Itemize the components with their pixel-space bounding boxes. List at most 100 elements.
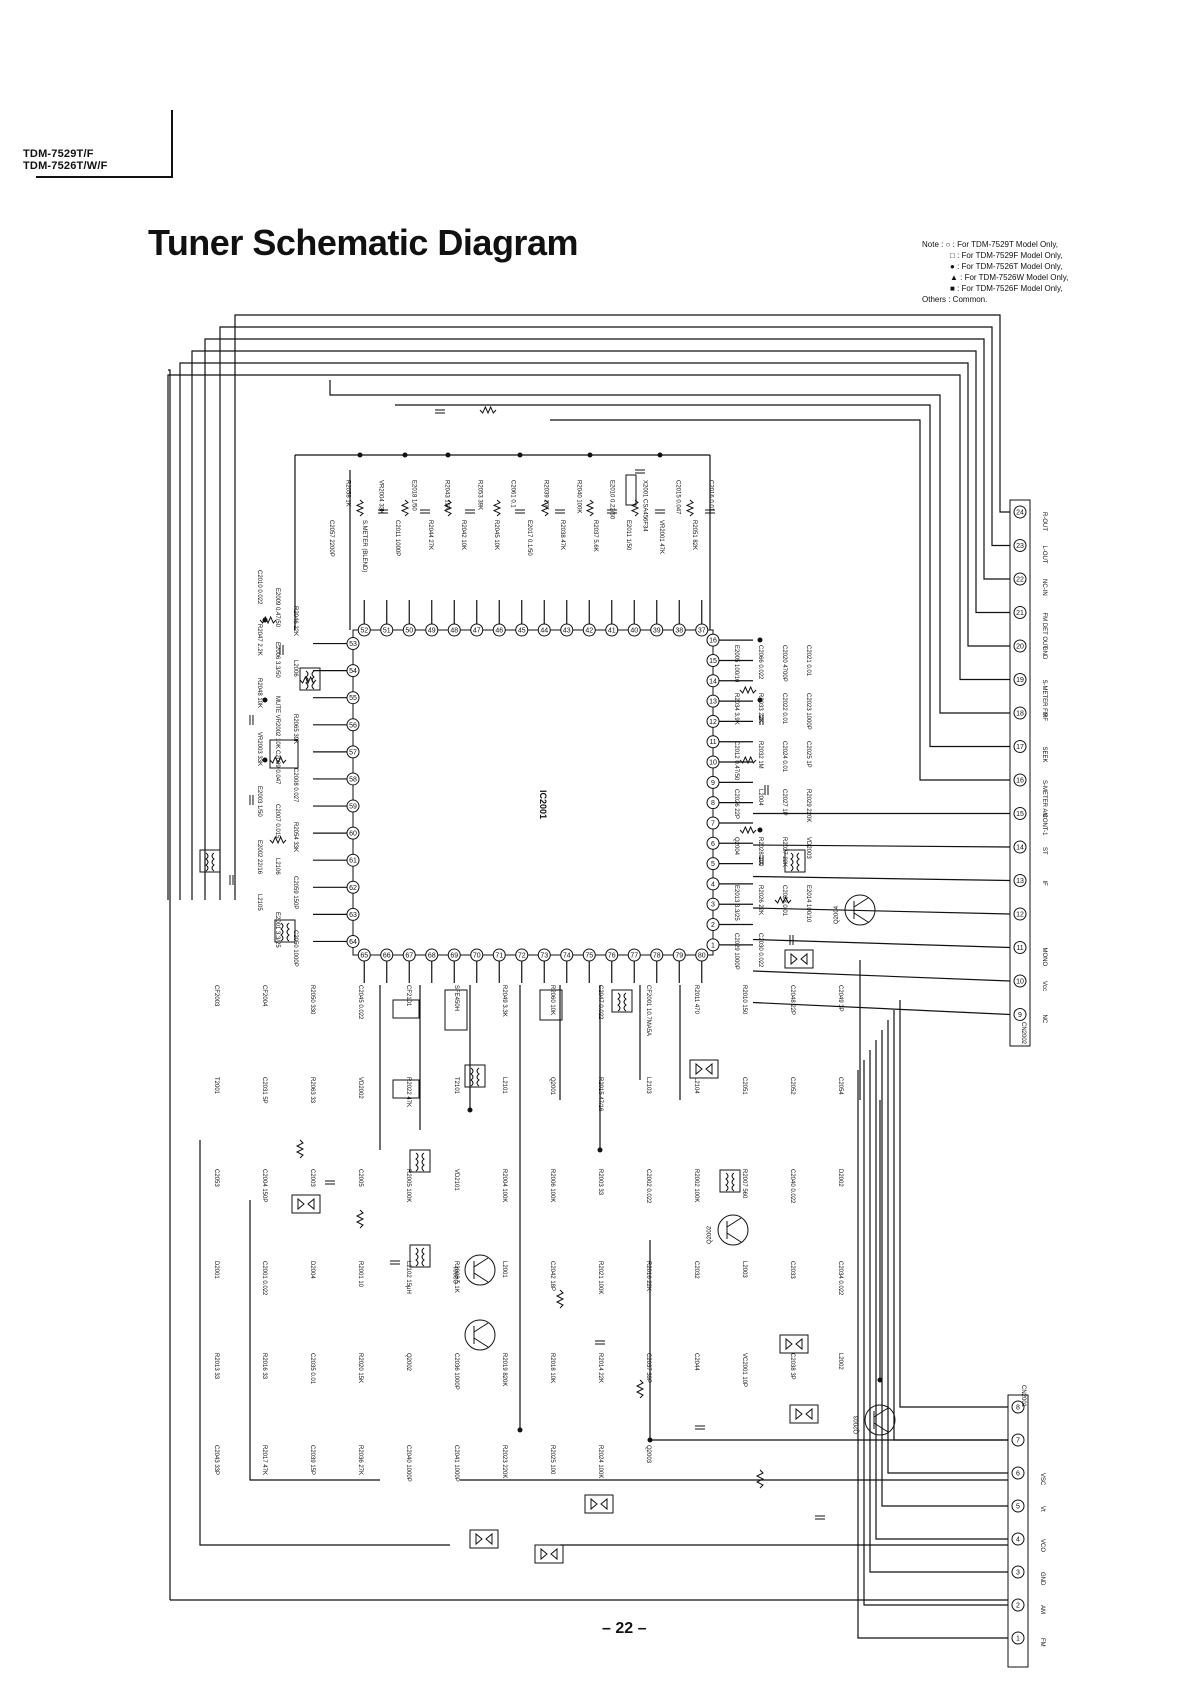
ic-pin-number: 39 [653,628,661,635]
connector-pin-label: FM DET OUT [1041,613,1047,650]
bottom-component-label: R2049 3.3K [501,985,507,1017]
ic-pin [1013,572,1027,586]
ic-pin [1013,706,1027,720]
ic-pin-number: 69 [450,953,458,960]
ic-pin [425,623,439,637]
ic-pin-number: 15 [709,658,717,665]
wire [857,1070,1008,1639]
diode-symbol [590,1497,608,1511]
ic-pin-number: 4 [711,881,715,888]
bottom-component-label: C2049 3P [837,985,843,1012]
resistor-symbol [755,1469,765,1489]
ic-pin-number: 49 [428,628,436,635]
right-component-label: E2013 3.3/25 [733,885,739,921]
ic-pin [346,745,360,759]
ic-pin [605,623,619,637]
bottom-component-label: C2042 18P [549,1261,555,1291]
ic-pin-number: 68 [428,953,436,960]
top-component-label: E2017 0.1/50 [526,520,532,556]
ic-pin-number: 61 [349,858,357,865]
wire [752,938,1011,949]
ic-pin-number: 71 [495,953,503,960]
transistor-label: Q2002 [707,1225,713,1244]
ic-pin-number: 13 [709,699,717,706]
ic-pin-number: 10 [709,760,717,767]
bottom-component-label: R2024 100K [597,1445,603,1478]
ceramic-filter-cf2004 [392,1079,420,1099]
transistor-emitter [473,1272,489,1283]
ic-pin [1011,1499,1025,1513]
ic-pin [447,623,461,637]
ic-pin-number: 43 [563,628,571,635]
bottom-component-label: SFE450H [453,985,459,1011]
ic-pin-number: 13 [1016,878,1024,885]
bottom-component-label: R2021 100K [597,1261,603,1294]
crystal-x2001 [625,474,637,506]
ic-pin [1013,673,1027,686]
bottom-component-label: R2003 33 [597,1169,603,1196]
bottom-component-label: C2048 22P [789,985,795,1015]
transistor-label: Q2004 [834,905,840,924]
left-component-label: R2065 39K [292,714,298,744]
ic-pin [346,772,360,786]
right-component-label: E2014 100/10 [805,885,811,923]
ic-pin [706,775,720,789]
ic-pin-number: 52 [360,628,368,635]
bottom-component-label: C2038 3P [789,1353,795,1380]
ic-pin [706,877,720,891]
coil-symbol [280,922,290,942]
resistor-symbol [269,755,287,765]
ic-pin [470,623,484,637]
wire [168,369,171,1600]
note-row: □ : For TDM-7529F Model Only, [950,251,1063,260]
ic-pin-number: 76 [608,953,616,960]
top-component-label: E2011 1/50 [625,520,631,551]
ic-pin-number: 65 [360,953,368,960]
ic-pin [1011,1532,1025,1546]
ic-pin [706,714,720,728]
bottom-component-label: C2052 [789,1077,795,1095]
left-component-label: L2105 [256,894,262,911]
bottom-component-label: D2002 [837,1169,843,1187]
model-notes: Note : ○ : For TDM-7529T Model Only, □ :… [922,239,1068,305]
top-component-label: C2015 0.047 [675,480,681,515]
junction-dot [402,452,408,458]
connector-pin-label: VCO [1039,1539,1045,1552]
wire [179,362,1010,900]
top-component-label: R2042 10K [460,520,466,550]
connector-pin-label: NC-IN [1041,579,1047,596]
diode-box [469,1529,499,1549]
wire [875,1040,1008,1540]
ic-pin-number: 42 [585,628,593,635]
bottom-component-label: R2008 5.1K [453,1261,459,1293]
connector-pin-label: IF [1041,881,1047,887]
ic-pin [447,948,461,962]
transistor-symbol [864,1404,896,1436]
note-row: Note : ○ : For TDM-7529T Model Only, [922,240,1059,249]
ic-pin-number: 3 [711,902,715,909]
top-component-label: R2051 82K [691,520,697,550]
transformer-box [784,849,806,873]
wire [893,1010,1008,1441]
bottom-component-label: C2047 0.022 [597,985,603,1020]
bottom-component-label: R2016 22K [645,1261,651,1291]
ic-pin-number: 57 [349,749,357,756]
bottom-component-label: C2040 0.022 [789,1169,795,1204]
bottom-component-label: R2017 47K [261,1445,267,1475]
diode-symbol [790,952,808,966]
ic-pin [470,948,484,962]
right-component-label: C2025 1P [805,741,811,768]
ic-pin-number: 40 [630,628,638,635]
diode-symbol [297,1197,315,1211]
left-component-label: E2001 3.3/25 [274,912,280,948]
bottom-component-label: R2050 330 [309,985,315,1015]
bottom-component-label: Q2003 [645,1445,651,1464]
wire [752,1001,1011,1016]
bottom-component-label: C2033 [789,1261,795,1279]
wire [219,326,1010,900]
wire [752,907,1011,915]
ic-pin [537,623,551,637]
bottom-component-label: R2025 100 [549,1445,555,1475]
ic-pin-number: 15 [1016,811,1024,818]
ic-pin-number: 55 [349,695,357,702]
